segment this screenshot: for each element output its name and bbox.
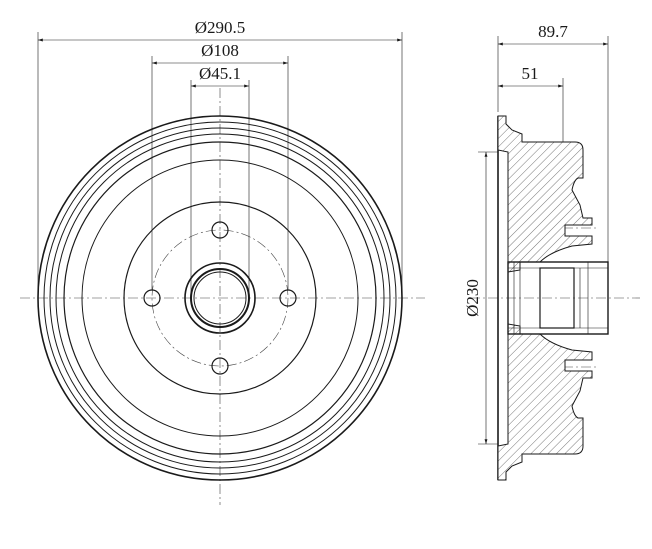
bore-chamfer — [193, 271, 247, 325]
bolt-circle — [151, 229, 289, 367]
bore-outer — [184, 262, 256, 334]
drum-braking-ring — [63, 141, 377, 455]
hub-outer-body — [507, 261, 609, 335]
dim-label-drum-outer-diameter: Ø290.5 — [195, 18, 246, 37]
front-view: Ø290.5 Ø108 Ø45.1 — [20, 18, 425, 505]
dim-label-overall-width: 89.7 — [538, 22, 568, 41]
bolt-hole-top — [211, 221, 229, 239]
dim-label-center-bore-diameter: Ø45.1 — [199, 64, 241, 83]
dim-label-bolt-circle-diameter: Ø108 — [201, 41, 239, 60]
dim-label-hub-offset: 51 — [522, 64, 539, 83]
drum-ring-4 — [55, 133, 385, 463]
dim-label-braking-surface-diameter: Ø230 — [463, 279, 482, 317]
drum-ring-3 — [49, 127, 391, 469]
bolt-hole-bottom — [211, 357, 229, 375]
drum-ring-2 — [43, 121, 397, 475]
section-hatch-bottom — [497, 323, 593, 481]
section-view: 89.7 51 Ø230 — [463, 22, 640, 481]
section-hatch-top — [497, 115, 593, 273]
hub-plate — [123, 201, 317, 395]
drum-inner-ring — [81, 159, 359, 437]
